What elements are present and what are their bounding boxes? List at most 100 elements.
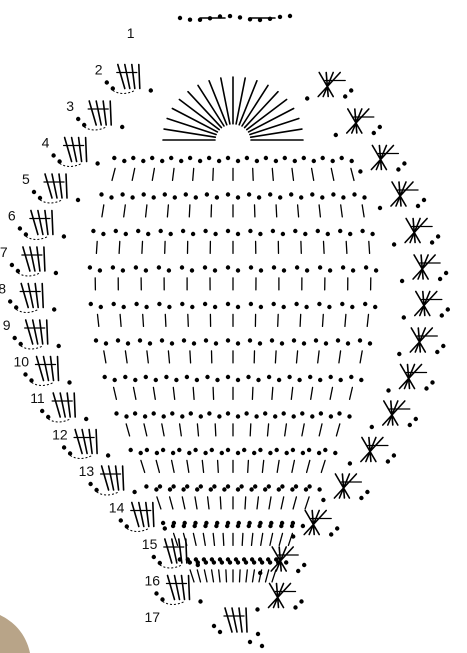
chain-dot [299,195,303,199]
chain-dot [236,487,240,491]
stitch [270,533,273,545]
stitch [116,466,119,490]
chain-dot [131,156,135,160]
stitch [30,247,35,271]
stitch [146,205,147,217]
chain-dot [275,448,279,452]
chain-dot [329,375,333,379]
stitch [346,241,347,253]
stitch [42,284,43,308]
chain-dot [204,338,208,342]
row-number-label: 10 [14,354,30,370]
chain-dot [280,521,284,525]
chain-dot [302,563,306,567]
stitch [67,393,70,417]
chain-dot [308,375,312,379]
shell [212,608,260,636]
chain-dashed [32,383,54,386]
chain-dot [161,521,165,525]
chain-dashed [84,127,106,130]
stitch [197,570,200,582]
chain-dot [396,167,400,171]
shell [255,584,303,612]
chain-dot [177,448,181,452]
chain-dot [236,414,240,418]
stitch [124,205,126,217]
chain-dot [215,521,219,525]
stitch [213,533,214,545]
stitch [182,576,185,600]
chain-dot [181,487,185,491]
stitch [302,424,304,436]
chain-dot [248,338,252,342]
shell [397,328,445,356]
chain-dot [263,411,267,415]
chain-dot [255,607,259,611]
chain-dot [32,190,36,194]
chain-dot [160,159,164,163]
stitch [202,460,203,472]
chain-dot [217,414,221,418]
stitch [23,247,30,271]
stitch [351,168,354,180]
chain-dot [215,195,219,199]
stitch [278,314,279,326]
stitch [52,211,53,235]
chain-dot [171,451,175,455]
chain-dot [194,195,198,199]
chain-dot [327,305,331,309]
chain-dot [256,378,260,382]
stitch [262,460,263,472]
shell [62,430,110,458]
stitch [47,320,48,344]
chain-dot [220,451,224,455]
chain-dot [114,411,118,415]
chain-dot [51,153,55,157]
stitch [292,168,294,180]
stitch [156,460,159,472]
chain-dot [88,482,92,486]
stitch [33,320,38,344]
chain-dot [226,265,230,269]
stitch [311,387,313,399]
chain-dot [120,125,124,129]
stitch [157,497,161,509]
stitch [239,608,242,632]
chain-dot [364,265,368,269]
chain-dot [280,484,284,488]
stitch [252,533,253,545]
stitch [369,241,370,253]
chain-dashed [163,602,185,605]
chain-dot [205,375,209,379]
chain-dot [317,451,321,455]
chain-dot [139,451,143,455]
stitch [253,570,255,582]
chain-dot [278,15,282,19]
chain-dot [84,417,88,421]
chain-dot [14,305,18,309]
chain-dot [319,411,323,415]
chain-dot [192,341,196,345]
shell [402,292,450,320]
chain-dot [392,453,396,457]
chain-dot [359,496,363,500]
chain-dashed [48,419,70,422]
stitch [66,174,67,198]
stitch [266,570,269,582]
chain-dot [242,448,246,452]
chain-dot [10,263,14,267]
chain-dot [76,117,80,121]
chain-dot [226,448,230,452]
chain-dot [23,372,27,376]
chain-dot [13,336,17,340]
chain-dot [124,414,128,418]
chain-dot [167,305,171,309]
stitch [168,351,169,363]
chain-dot [336,338,340,342]
row-number-label: 7 [0,244,8,260]
chain-dot [397,352,401,356]
chain-dot [386,388,390,392]
chain-dot [352,192,356,196]
chain-dot [328,268,332,272]
chain-dot [258,521,262,525]
